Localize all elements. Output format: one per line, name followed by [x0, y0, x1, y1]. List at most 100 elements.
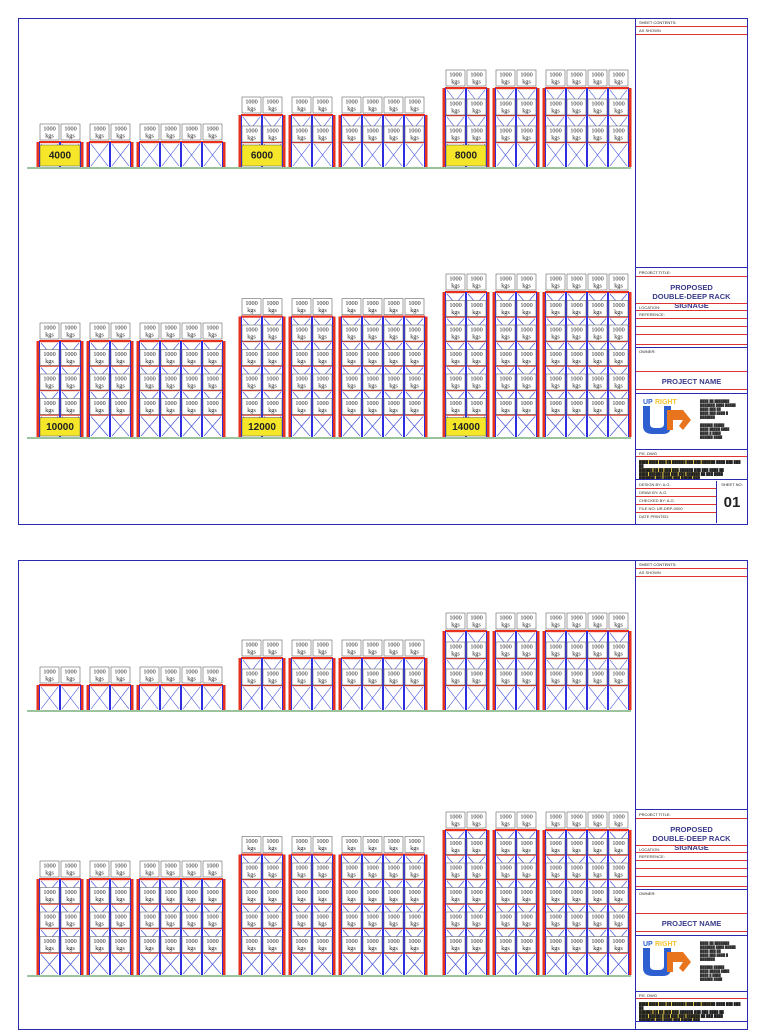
- load-label-box: [608, 668, 629, 686]
- rack-upright: [261, 115, 263, 167]
- load-label-unit: kgs: [472, 651, 481, 658]
- load-label-unit: kgs: [572, 309, 581, 316]
- load-label-box: [566, 300, 587, 317]
- load-label-box: [312, 349, 333, 366]
- load-label-unit: kgs: [247, 872, 256, 879]
- load-label-unit: kgs: [145, 383, 154, 390]
- load-label-unit: kgs: [187, 945, 196, 952]
- load-label-box: [291, 96, 312, 114]
- load-label-unit: kgs: [389, 135, 398, 142]
- load-label-box: [466, 887, 487, 904]
- load-label-unit: kgs: [472, 678, 481, 685]
- rack-brace: [405, 686, 424, 710]
- load-label-unit: kgs: [410, 845, 419, 852]
- rack-upright: [403, 854, 405, 975]
- load-label-unit: kgs: [501, 79, 510, 86]
- load-label-unit: kgs: [187, 896, 196, 903]
- load-label-value: 1000: [591, 938, 603, 945]
- load-label-value: 1000: [93, 325, 105, 332]
- rack-brace: [567, 686, 586, 710]
- load-label-value: 1000: [499, 644, 511, 651]
- load-label-box: [262, 639, 283, 657]
- load-label-unit: kgs: [297, 945, 306, 952]
- load-label-box: [39, 860, 60, 878]
- rack-bay: 1000kgs1000kgs1000kgs1000kgs1000kgs1000k…: [442, 69, 490, 167]
- load-label-value: 1000: [499, 276, 511, 283]
- load-label-box: [445, 641, 466, 659]
- load-label-box: [139, 398, 160, 415]
- load-label-box: [341, 911, 362, 929]
- load-label-box: [404, 936, 425, 953]
- load-label-value: 1000: [408, 838, 420, 845]
- load-label-box: [587, 98, 608, 116]
- logo-text-up: UP: [643, 399, 653, 406]
- load-label-box: [139, 373, 160, 391]
- load-label-unit: kgs: [116, 870, 125, 877]
- load-label-box: [566, 69, 587, 87]
- load-label-value: 1000: [295, 351, 307, 358]
- rack-brace: [517, 416, 536, 437]
- load-label-value: 1000: [591, 814, 603, 821]
- rack-upright: [465, 631, 467, 710]
- rack-brace: [182, 416, 201, 437]
- load-label-unit: kgs: [389, 407, 398, 414]
- rack-brace: [61, 686, 80, 710]
- load-label-unit: kgs: [451, 407, 460, 414]
- rack-end-post: [442, 292, 445, 437]
- rack-end-post: [425, 658, 428, 710]
- load-label-value: 1000: [549, 351, 561, 358]
- load-label-value: 1000: [93, 863, 105, 870]
- load-label-box: [362, 911, 383, 929]
- load-label-value: 1000: [520, 865, 532, 872]
- load-label-value: 1000: [316, 671, 328, 678]
- load-label-box: [262, 373, 283, 391]
- load-label-unit: kgs: [45, 870, 54, 877]
- rack-brace: [161, 686, 180, 710]
- load-label-box: [89, 936, 110, 953]
- load-label-value: 1000: [185, 351, 197, 358]
- load-label-box: [160, 373, 181, 391]
- load-label-unit: kgs: [593, 358, 602, 365]
- load-label-value: 1000: [499, 351, 511, 358]
- load-label-unit: kgs: [318, 307, 327, 314]
- load-label-value: 1000: [408, 865, 420, 872]
- load-label-box: [262, 836, 283, 853]
- load-label-value: 1000: [366, 99, 378, 106]
- rack-upright: [159, 685, 161, 710]
- load-label-box: [312, 96, 333, 114]
- sheet-contents-value: AS SHOWN: [636, 27, 747, 35]
- rack-end-post: [131, 685, 134, 710]
- load-label-unit: kgs: [472, 945, 481, 952]
- capacity-sign-value: 14000: [452, 422, 480, 433]
- load-label-unit: kgs: [410, 358, 419, 365]
- rack-upright: [201, 142, 203, 167]
- load-label-box: [362, 887, 383, 904]
- load-label-unit: kgs: [66, 945, 75, 952]
- load-label-box: [202, 887, 223, 904]
- rack-bay: 1000kgs1000kgs1000kgs1000kgs1000kgs1000k…: [136, 322, 226, 437]
- load-label-value: 1000: [93, 938, 105, 945]
- load-label-value: 1000: [366, 938, 378, 945]
- load-label-unit: kgs: [166, 945, 175, 952]
- load-label-box: [60, 373, 81, 391]
- load-label-box: [545, 887, 566, 904]
- load-label-box: [608, 398, 629, 415]
- load-label-box: [545, 911, 566, 929]
- load-label-box: [545, 862, 566, 880]
- rack-upright: [159, 341, 161, 437]
- load-label-unit: kgs: [297, 358, 306, 365]
- rack-end-post: [238, 854, 241, 975]
- rack-brace: [313, 143, 332, 167]
- load-label-unit: kgs: [614, 135, 623, 142]
- load-label-value: 1000: [206, 351, 218, 358]
- load-label-box: [587, 324, 608, 342]
- load-label-value: 1000: [591, 72, 603, 79]
- load-label-value: 1000: [499, 814, 511, 821]
- load-label-box: [312, 887, 333, 904]
- load-label-unit: kgs: [614, 283, 623, 290]
- load-label-value: 1000: [387, 327, 399, 334]
- load-label-box: [495, 862, 516, 880]
- capacity-sign-value: 6000: [251, 151, 274, 162]
- load-label-unit: kgs: [614, 622, 623, 629]
